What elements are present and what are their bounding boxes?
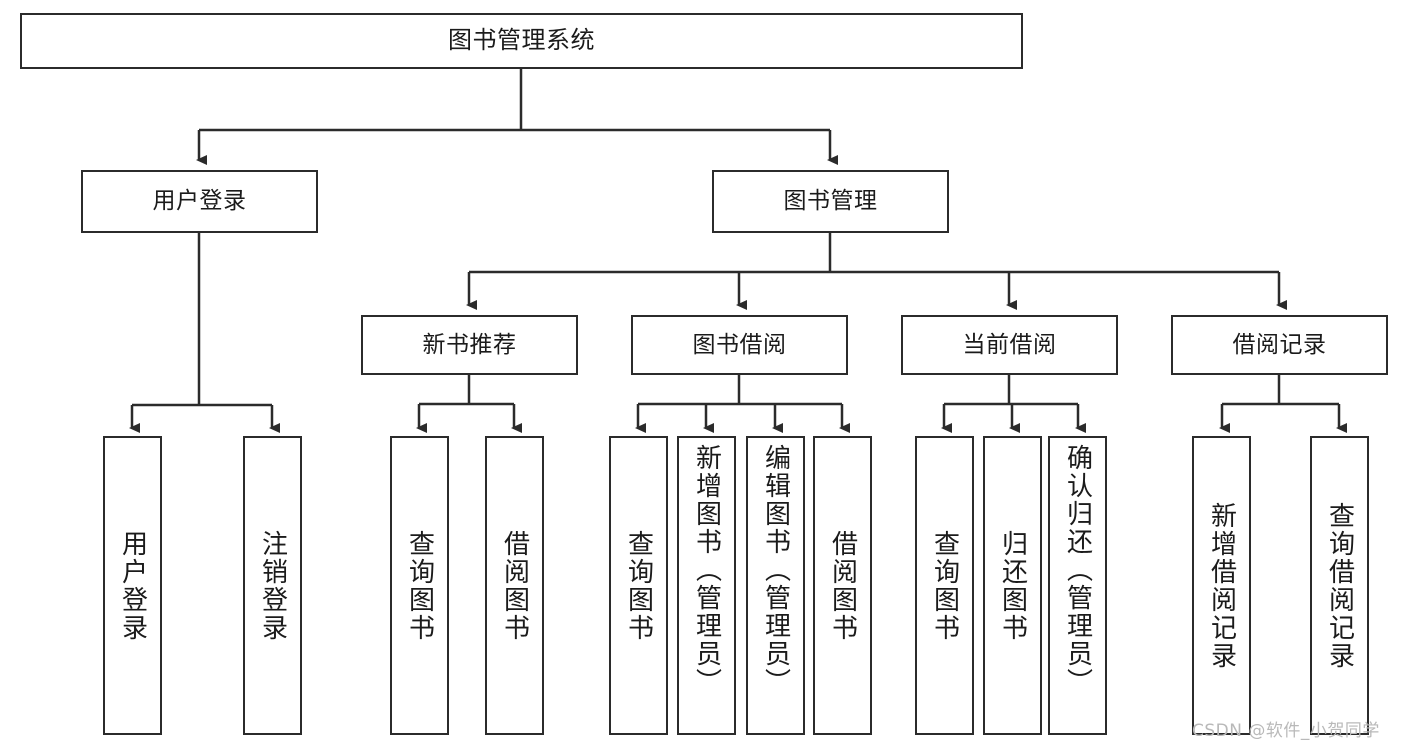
leaf-book-borrow-add-book-admin[interactable]: 新增图书（管理员） — [677, 436, 736, 735]
node-label: 归还图书 — [997, 529, 1028, 642]
node-label: 借阅图书 — [499, 529, 530, 642]
node-book-borrow[interactable]: 图书借阅 — [631, 315, 848, 375]
leaf-book-borrow-edit-book-admin[interactable]: 编辑图书（管理员） — [746, 436, 805, 735]
node-label: 新增图书（管理员） — [691, 444, 722, 696]
node-label: 用户登录 — [152, 188, 247, 215]
leaf-user-login-logout[interactable]: 注销登录 — [243, 436, 302, 735]
node-label: 当前借阅 — [962, 331, 1057, 358]
node-label: 用户登录 — [117, 529, 148, 642]
node-label: 确认归还（管理员） — [1062, 444, 1093, 696]
leaf-borrow-record-add-record[interactable]: 新增借阅记录 — [1192, 436, 1251, 735]
node-book-management[interactable]: 图书管理 — [712, 170, 949, 233]
node-borrow-record[interactable]: 借阅记录 — [1171, 315, 1388, 375]
leaf-new-book-query-book[interactable]: 查询图书 — [390, 436, 449, 735]
node-label: 编辑图书（管理员） — [760, 444, 791, 696]
leaf-book-borrow-borrow-book[interactable]: 借阅图书 — [813, 436, 872, 735]
leaf-borrow-record-query-record[interactable]: 查询借阅记录 — [1310, 436, 1369, 735]
leaf-user-login-login[interactable]: 用户登录 — [103, 436, 162, 735]
leaf-current-borrow-confirm-return-admin[interactable]: 确认归还（管理员） — [1048, 436, 1107, 735]
node-root-book-management-system[interactable]: 图书管理系统 — [20, 13, 1023, 69]
node-label: 图书借阅 — [692, 331, 787, 358]
node-label: 图书管理系统 — [448, 26, 595, 55]
node-label: 新书推荐 — [422, 331, 517, 358]
node-user-login[interactable]: 用户登录 — [81, 170, 318, 233]
node-label: 注销登录 — [257, 529, 288, 642]
leaf-new-book-borrow-book[interactable]: 借阅图书 — [485, 436, 544, 735]
node-label: 查询图书 — [929, 529, 960, 642]
node-label: 查询图书 — [404, 529, 435, 642]
node-label: 查询借阅记录 — [1324, 501, 1355, 670]
leaf-book-borrow-query-book[interactable]: 查询图书 — [609, 436, 668, 735]
node-label: 查询图书 — [623, 529, 654, 642]
node-current-borrow[interactable]: 当前借阅 — [901, 315, 1118, 375]
node-label: 新增借阅记录 — [1206, 501, 1237, 670]
node-label: 借阅图书 — [827, 529, 858, 642]
node-new-book-recommend[interactable]: 新书推荐 — [361, 315, 578, 375]
leaf-current-borrow-return-book[interactable]: 归还图书 — [983, 436, 1042, 735]
node-label: 图书管理 — [783, 188, 878, 215]
leaf-current-borrow-query-book[interactable]: 查询图书 — [915, 436, 974, 735]
node-label: 借阅记录 — [1232, 331, 1327, 358]
